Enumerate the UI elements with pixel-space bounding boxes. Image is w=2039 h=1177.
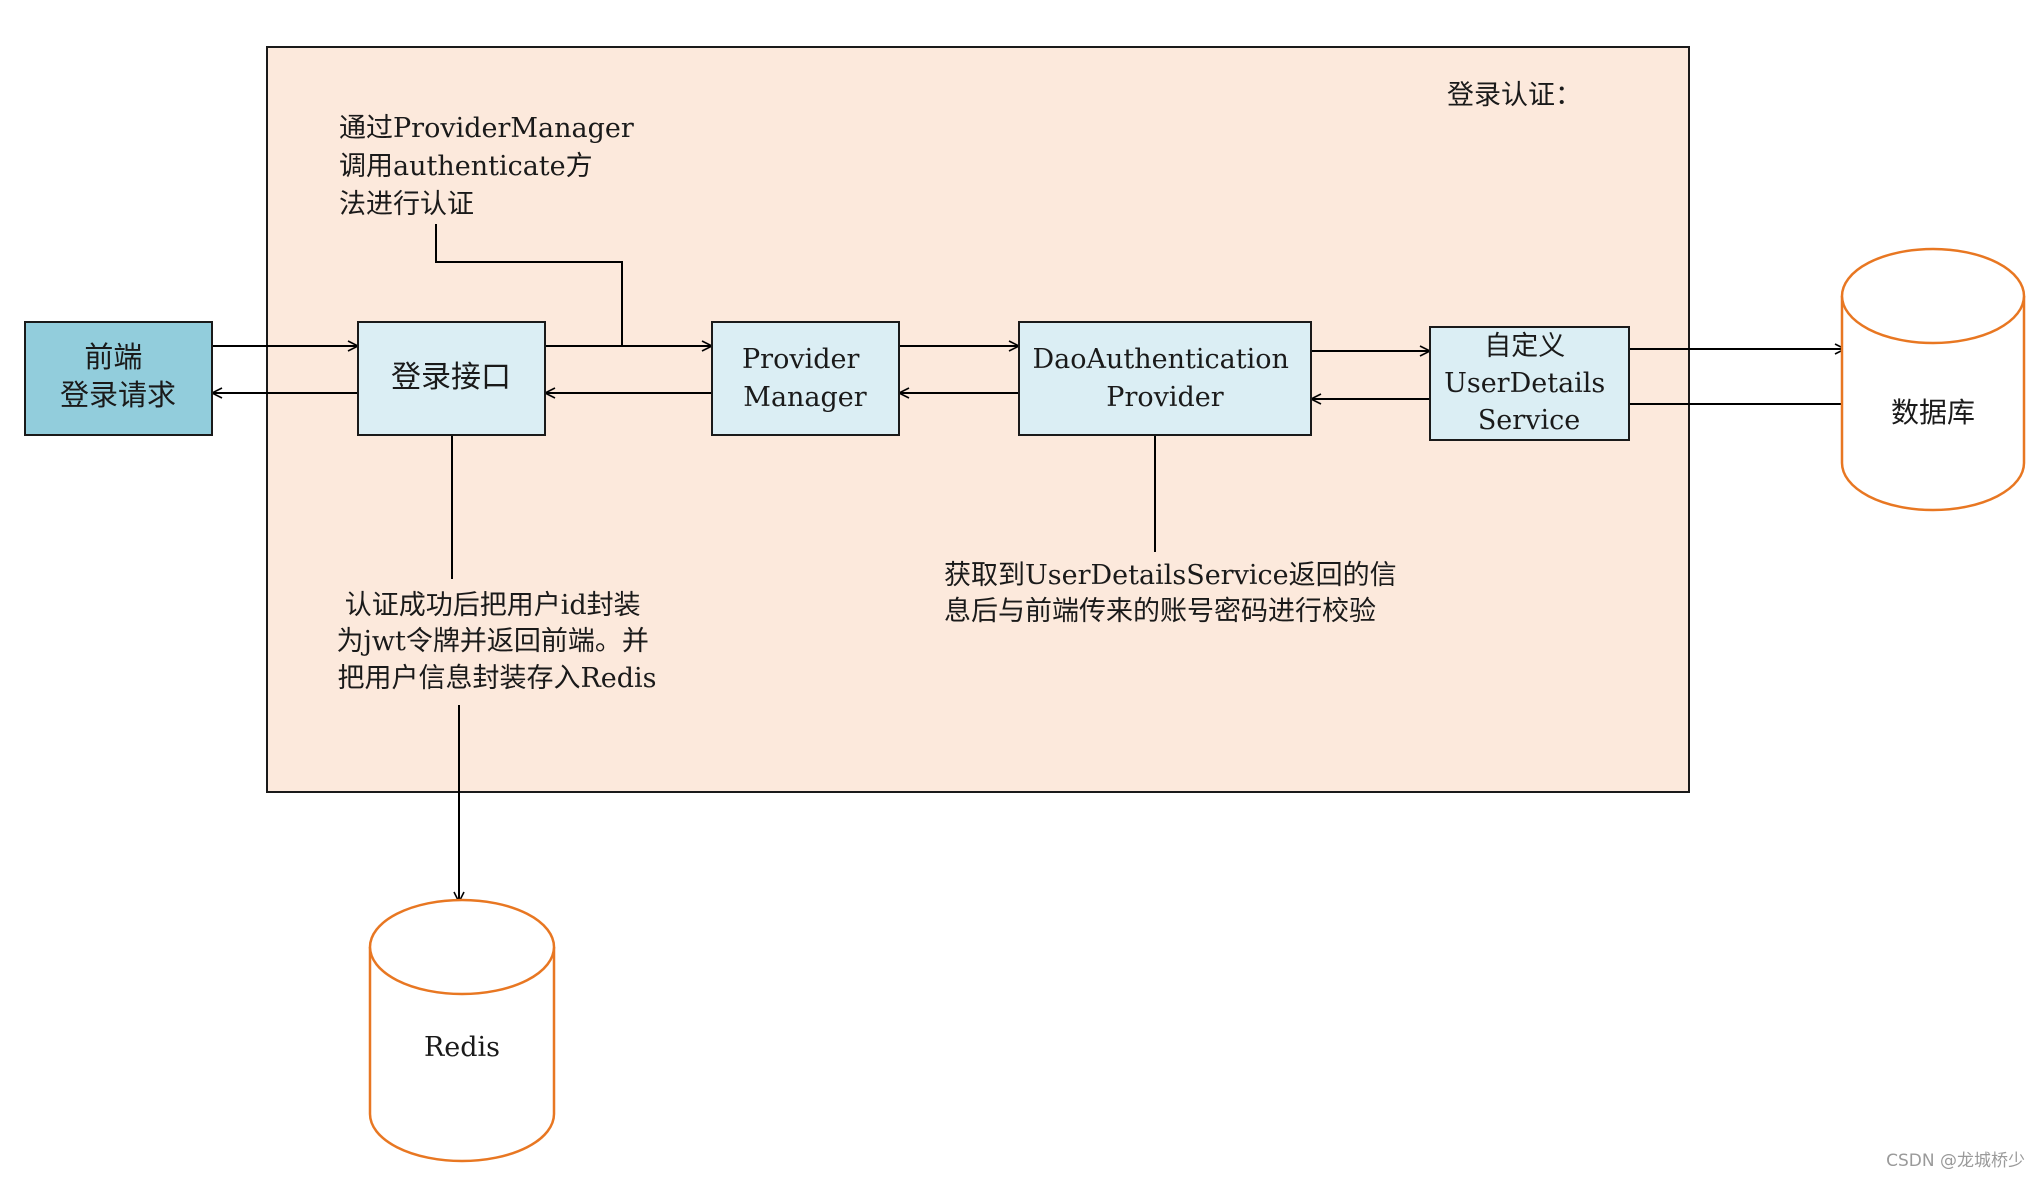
jwt-note-line-1: 认证成功后把用户id封装 — [345, 590, 641, 621]
dao-authentication-provider-node: DaoAuthentication Provider — [1018, 321, 1312, 436]
provider-manager-node: Provider Manager — [711, 321, 900, 436]
dao-provider-line-2: Provider — [1106, 382, 1223, 413]
callout-provider-manager-note — [435, 224, 623, 346]
provider-manager-line-2: Manager — [743, 382, 866, 413]
jwt-note-line-3: 把用户信息封装存入Redis — [337, 663, 656, 694]
svg-text:Redis: Redis — [424, 1032, 500, 1063]
verify-note: 获取到UserDetailsService返回的信 息后与前端传来的账号密码进行… — [944, 560, 1405, 627]
provider-manager-note-line-3: 法进行认证 — [339, 189, 474, 220]
frontend-line-2: 登录请求 — [60, 378, 176, 412]
provider-manager-note: 通过ProviderManager 调用authenticate方 法进行认证 — [339, 113, 642, 220]
jwt-note-line-2: 为jwt令牌并返回前端。并 — [337, 626, 649, 657]
database-cylinder: 数据库 — [1840, 247, 2026, 512]
provider-manager-note-line-2: 调用authenticate方 — [339, 151, 593, 182]
svg-text:登录接口: 登录接口 — [391, 360, 511, 395]
provider-manager-line-1: Provider — [742, 344, 859, 375]
svg-text:自定义 UserDetails Se: 自定义 UserDetails Service — [1444, 331, 1614, 436]
redis-label: Redis — [424, 1032, 500, 1063]
login-api-label: 登录接口 — [391, 360, 511, 395]
user-details-line-3: Service — [1478, 405, 1580, 436]
connectors — [212, 224, 1845, 902]
jwt-note: 认证成功后把用户id封装 为jwt令牌并返回前端。并 把用户信息封装存入Redi… — [337, 590, 658, 694]
region-label: 登录认证： — [1447, 80, 1582, 111]
svg-text:DaoAuthentication Provid: DaoAuthentication Provider — [1033, 344, 1298, 413]
verify-note-line-1: 获取到UserDetailsService返回的信 — [944, 560, 1397, 591]
svg-text:Provider Manager: Provider Manager — [742, 344, 868, 413]
dao-provider-line-1: DaoAuthentication — [1033, 344, 1289, 375]
login-api-node: 登录接口 — [357, 321, 546, 436]
user-details-service-node: 自定义 UserDetails Service — [1429, 326, 1630, 441]
frontend-node: 前端 登录请求 — [24, 321, 213, 436]
database-label: 数据库 — [1891, 396, 1975, 429]
provider-manager-note-line-1: 通过ProviderManager — [339, 113, 634, 144]
watermark: CSDN @龙城桥少 — [1886, 1151, 2025, 1171]
verify-note-line-2: 息后与前端传来的账号密码进行校验 — [944, 596, 1376, 627]
svg-text:前端 登录请求: 前端 登录请求 — [60, 340, 176, 412]
redis-cylinder: Redis — [368, 898, 556, 1163]
frontend-line-1: 前端 — [84, 340, 142, 374]
user-details-line-1: 自定义 — [1484, 331, 1565, 362]
user-details-line-2: UserDetails — [1444, 368, 1605, 399]
svg-text:数据库: 数据库 — [1891, 396, 1975, 429]
